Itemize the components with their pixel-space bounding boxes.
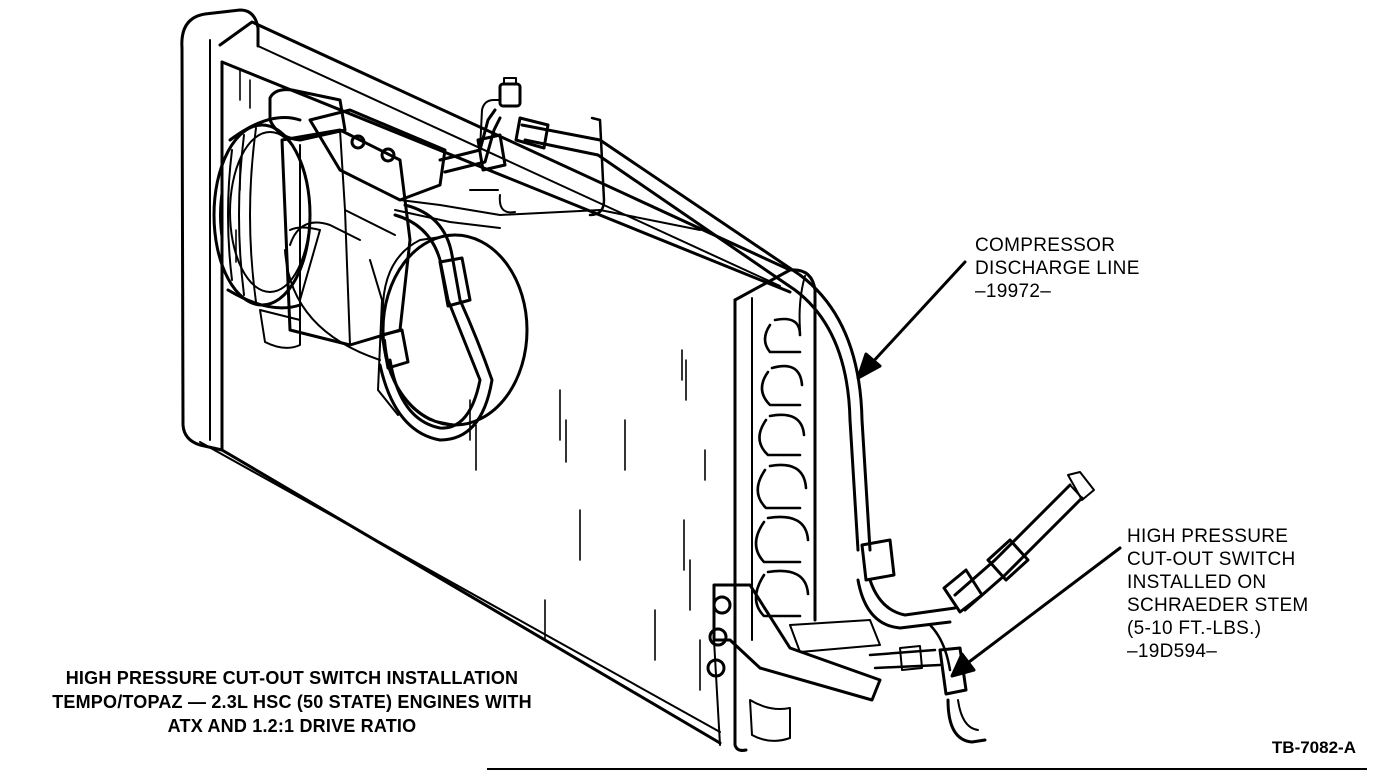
suction-line [394, 116, 701, 231]
looped-hose [289, 203, 494, 442]
callout-cutout-switch-3: INSTALLED ON [1127, 572, 1267, 593]
callout-cutout-switch-2: CUT-OUT SWITCH [1127, 549, 1296, 570]
figure-caption: HIGH PRESSURE CUT-OUT SWITCH INSTALLATIO… [0, 666, 584, 738]
leader-switch [950, 546, 1122, 678]
mounting-bracket [706, 583, 882, 746]
liquid-line-hose [942, 471, 1095, 614]
caption-line-1: HIGH PRESSURE CUT-OUT SWITCH INSTALLATIO… [65, 668, 519, 688]
compressor [212, 88, 529, 427]
callout-cutout-switch-6: –19D594– [1127, 641, 1218, 662]
caption-line-2: TEMPO/TOPAZ — 2.3L HSC (50 STATE) ENGINE… [52, 692, 532, 712]
callout-cutout-switch-1: HIGH PRESSURE [1127, 526, 1289, 547]
callout-discharge-line: COMPRESSOR DISCHARGE LINE –19972– [975, 234, 1140, 303]
compressor-discharge-line [438, 77, 987, 744]
callout-discharge-line-1: COMPRESSOR [975, 235, 1116, 256]
leader-discharge [856, 260, 967, 380]
condenser-core [180, 8, 792, 745]
callout-cutout-switch: HIGH PRESSURE CUT-OUT SWITCH INSTALLED O… [1127, 525, 1309, 663]
bottom-rule [487, 768, 1367, 770]
callout-discharge-line-3: –19972– [975, 281, 1052, 302]
caption-line-3: ATX AND 1.2:1 DRIVE RATIO [167, 716, 417, 736]
callout-cutout-switch-4: SCHRAEDER STEM [1127, 595, 1309, 616]
condenser-right-tank [733, 268, 817, 752]
callout-discharge-line-2: DISCHARGE LINE [975, 258, 1140, 279]
figure-id: TB-7082-A [1271, 738, 1356, 757]
callout-cutout-switch-5: (5-10 FT.-LBS.) [1127, 618, 1262, 639]
